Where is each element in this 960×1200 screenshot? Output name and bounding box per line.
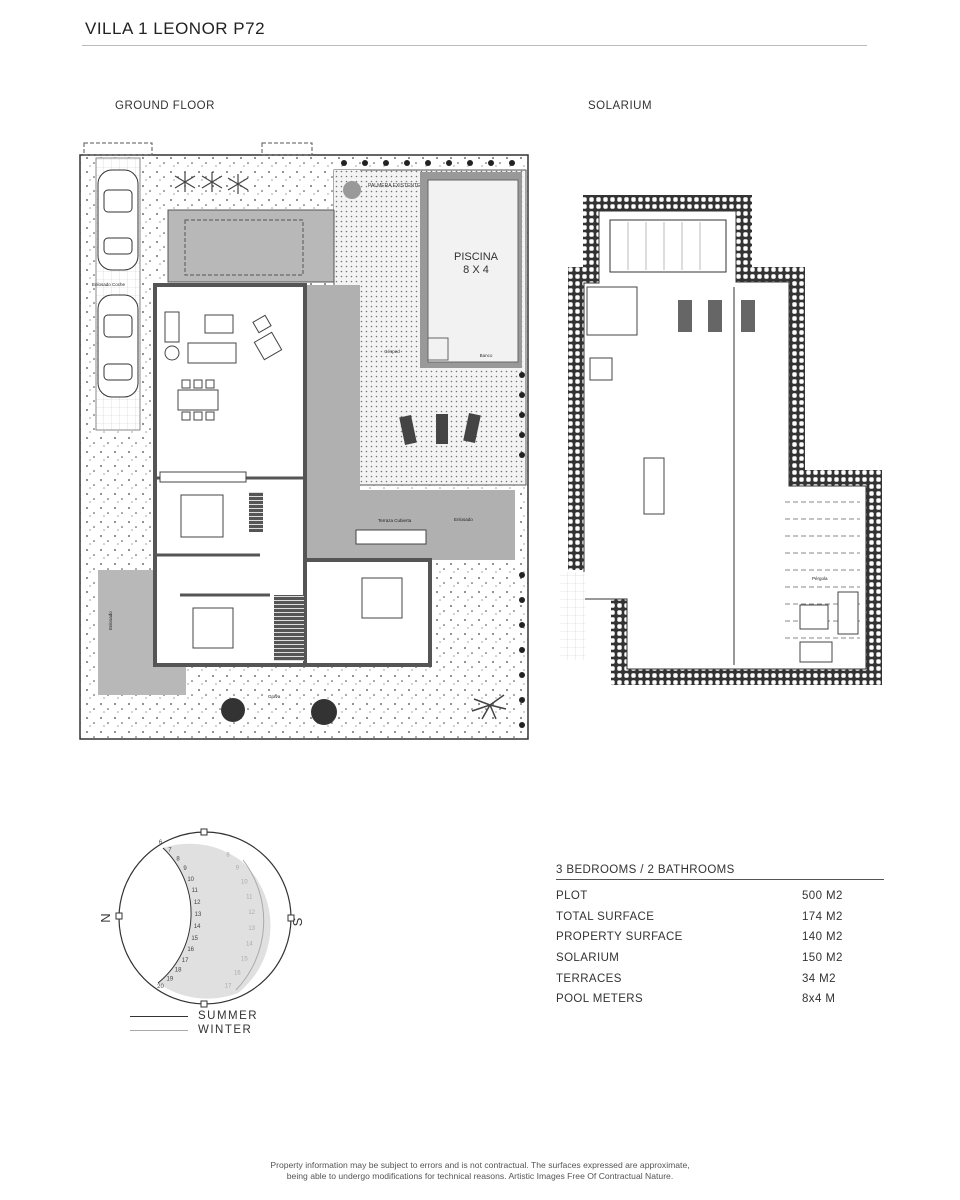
car-icon <box>97 169 139 398</box>
ground-floor-plan: PALMERA EXISTENTE PISCINA 8 X 4 Banco Cé… <box>79 142 529 740</box>
hour-label: 20 <box>157 984 164 990</box>
table-icon <box>643 457 665 515</box>
ground-floor-heading: GROUND FLOOR <box>115 100 215 112</box>
hour-label: 15 <box>241 957 248 963</box>
hour-label: 19 <box>167 977 174 983</box>
hour-label: 12 <box>194 900 201 906</box>
hour-label: 8 <box>226 852 230 858</box>
hour-label: 13 <box>195 912 202 918</box>
title-divider <box>82 45 867 46</box>
lawn-label: Césped <box>384 349 400 354</box>
hour-label: 17 <box>182 958 189 964</box>
sun-lounger-icon <box>399 413 481 445</box>
hour-label: 10 <box>187 877 194 883</box>
hour-label: 10 <box>241 879 248 885</box>
bed-icon <box>180 494 224 538</box>
north-label: N <box>98 913 113 922</box>
hour-label: 17 <box>225 984 232 990</box>
bed-icon <box>192 607 234 649</box>
palm-tree-icon <box>174 172 249 194</box>
jacuzzi-icon <box>586 286 638 336</box>
solarium-heading: SOLARIUM <box>588 100 653 112</box>
side-paving-label: Enlosado <box>108 611 113 630</box>
palm-label: PALMERA EXISTENTE <box>368 183 421 189</box>
legend-winter: WINTER <box>130 1023 258 1037</box>
disclaimer: Property information may be subject to e… <box>270 1160 690 1181</box>
hour-label: 9 <box>183 866 187 872</box>
hour-label: 11 <box>192 888 199 894</box>
specs-header: 3 BEDROOMS / 2 BATHROOMS <box>556 864 884 880</box>
tree-icon <box>311 699 337 725</box>
furniture-icon <box>159 311 427 649</box>
bed-icon <box>361 577 403 619</box>
car-paving-label: Enlosado Coche <box>92 282 126 287</box>
hour-label: 7 <box>168 848 172 854</box>
hour-label: 9 <box>236 865 240 871</box>
table-icon <box>355 529 427 545</box>
sun-path-legend: SUMMER WINTER <box>130 1009 258 1037</box>
hour-label: 8 <box>176 856 180 862</box>
pool-size-label: 8 X 4 <box>463 264 489 276</box>
pergola-label: Pérgola <box>812 576 828 581</box>
legend-summer: SUMMER <box>130 1009 258 1023</box>
bench-label: Banco <box>480 353 493 358</box>
hour-label: 15 <box>191 936 198 942</box>
covered-terrace-label: Terraza Cubierta <box>378 518 412 523</box>
palm-icon <box>343 181 361 199</box>
south-label: S <box>290 917 305 926</box>
sun-lounger-icon <box>678 300 755 332</box>
hour-label: 12 <box>248 910 255 916</box>
pool-label: PISCINA <box>454 251 499 263</box>
hour-label: 14 <box>194 924 201 930</box>
palm-tree-icon <box>471 694 507 720</box>
hour-label: 6 <box>159 840 163 846</box>
solarium-plan: Pérgola <box>560 195 882 685</box>
hour-label: 14 <box>246 942 253 948</box>
hour-label: 16 <box>234 971 241 977</box>
hour-label: 16 <box>187 947 194 953</box>
paving-label: Enlosado <box>454 517 473 522</box>
hour-label: 18 <box>175 968 182 974</box>
page-title: VILLA 1 LEONOR P72 <box>85 19 266 38</box>
tree-icon <box>221 698 245 722</box>
gravel-label: Grava <box>268 694 281 699</box>
hour-label: 11 <box>246 895 253 901</box>
hour-label: 13 <box>248 926 255 932</box>
